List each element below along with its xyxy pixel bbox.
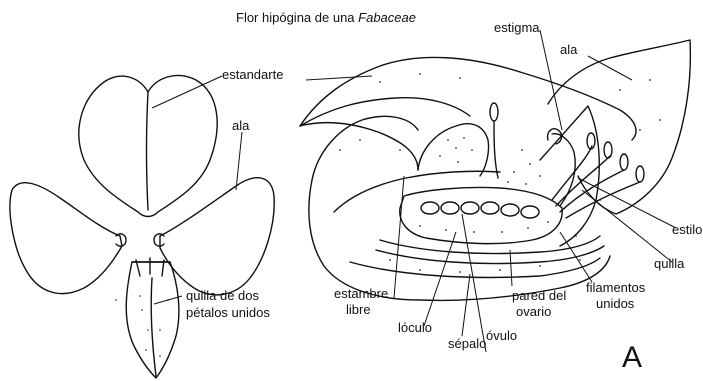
ovule-2	[441, 202, 459, 214]
label-quilla-right: quilla	[654, 256, 684, 271]
label-pared-line2: ovario	[516, 304, 551, 319]
label-pared-line1: pared del	[512, 288, 566, 303]
right-standard-petal	[300, 57, 636, 140]
ovule-6	[521, 206, 539, 218]
ovule-5	[501, 204, 519, 216]
anther-free	[490, 103, 498, 121]
label-estambre-line2: libre	[346, 302, 371, 317]
ovule-3	[461, 202, 479, 214]
anther-3	[620, 154, 628, 170]
panel-letter: A	[622, 342, 642, 374]
ovule-4	[481, 202, 499, 214]
label-ala-left: ala	[232, 118, 249, 133]
label-estambre-line1: estambre	[334, 286, 388, 301]
ovule-1	[421, 202, 439, 214]
label-filamentos-line1: filamentos	[586, 280, 645, 295]
label-estandarte: estandarte	[222, 67, 283, 82]
right-keel	[540, 106, 599, 246]
label-quilla-left-line2: pétalos unidos	[186, 305, 270, 320]
left-wing-petal	[10, 183, 122, 294]
label-ovulo: óvulo	[486, 328, 517, 343]
label-estigma: estigma	[494, 20, 540, 35]
anther-2	[604, 142, 612, 158]
right-calyx	[312, 116, 418, 180]
label-loculo: lóculo	[398, 320, 432, 335]
label-estilo: estilo	[672, 222, 702, 237]
label-filamentos-line2: unidos	[596, 296, 634, 311]
anther-4	[636, 166, 644, 182]
label-ala-right: ala	[560, 42, 577, 57]
label-sepalo: sépalo	[448, 336, 486, 351]
label-quilla-left-line1: quilla de dos	[186, 288, 259, 303]
right-wing-petal	[160, 178, 274, 295]
